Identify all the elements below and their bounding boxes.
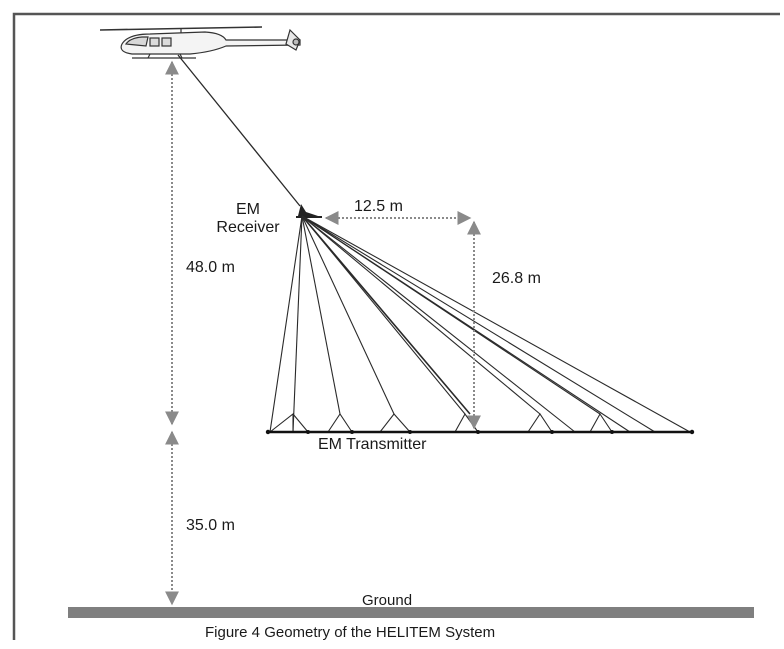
em-receiver-icon	[296, 204, 322, 218]
em-receiver-label-line1: EM	[236, 201, 260, 218]
helicopter-height-label: 48.0 m	[186, 259, 235, 276]
em-transmitter-label: EM Transmitter	[318, 436, 427, 453]
vertical-offset-label: 26.8 m	[492, 270, 541, 287]
figure-border	[12, 12, 780, 640]
dimension-arrows	[165, 60, 481, 606]
tow-cable	[177, 54, 301, 207]
helicopter-icon	[99, 26, 301, 59]
ground-bar	[68, 607, 754, 618]
em-receiver-label-line2: Receiver	[216, 219, 280, 236]
ground-label: Ground	[362, 592, 413, 609]
figure-caption: Figure 4 Geometry of the HELITEM System	[205, 624, 496, 641]
suspension-ropes	[269, 215, 691, 433]
horizontal-offset-label: 12.5 m	[354, 198, 403, 215]
transmitter-height-label: 35.0 m	[186, 517, 235, 534]
em-receiver-label: EM Receiver	[206, 201, 290, 237]
em-transmitter-loop	[265, 429, 695, 435]
transmitter-bridles	[269, 412, 613, 433]
